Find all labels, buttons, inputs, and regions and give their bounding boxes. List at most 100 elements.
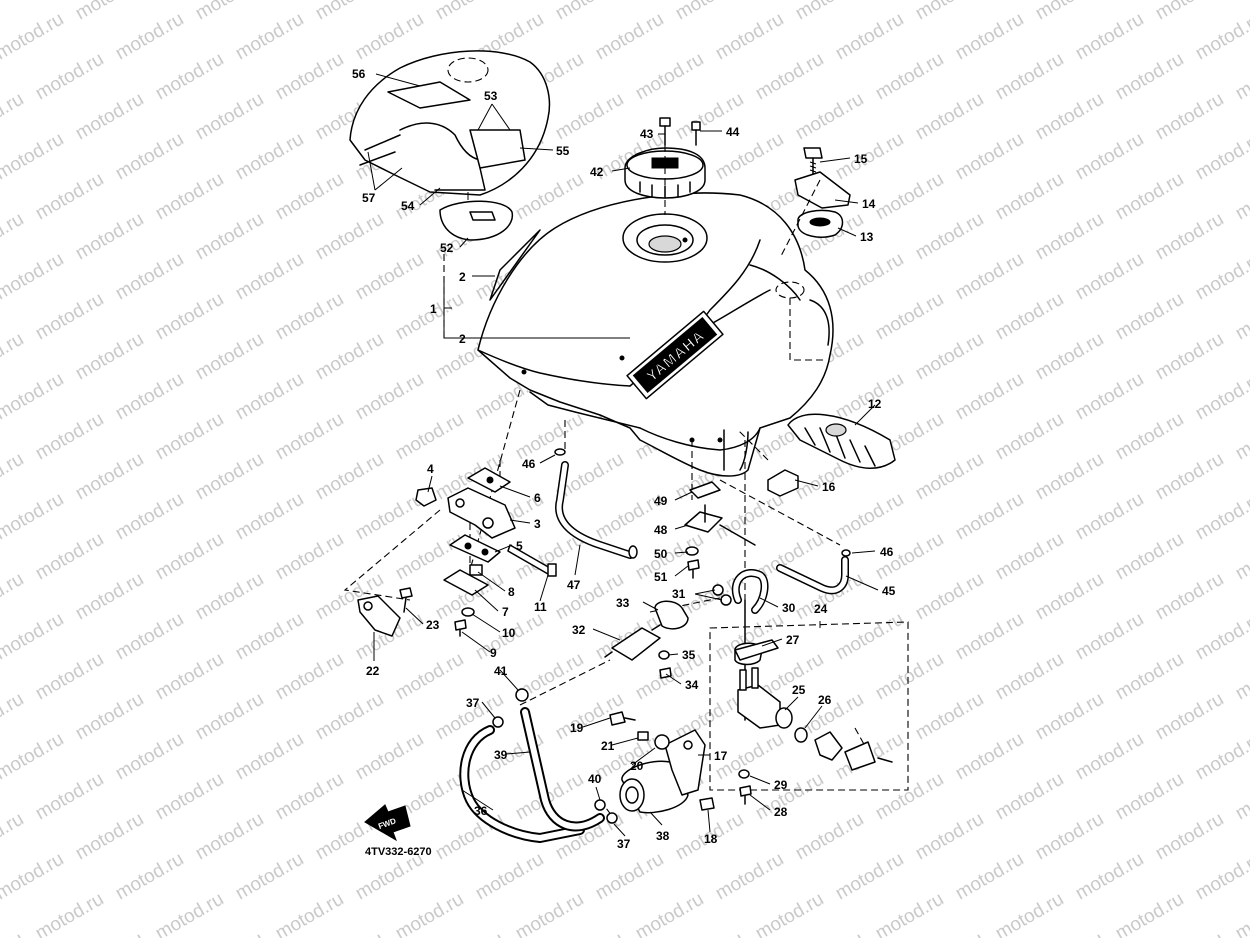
washer-10 [461,607,475,617]
label-34: 34 [685,678,699,692]
watermark-text: motod.ru [272,889,347,938]
label-27: 27 [786,633,800,647]
watermark-text: motod.ru [872,769,947,825]
watermark-text: motod.ru [0,809,27,865]
label-50: 50 [654,547,668,561]
watermark-text: motod.ru [192,209,267,265]
watermark-text: motod.ru [952,129,1027,185]
label-42: 42 [590,165,604,179]
watermark-text: motod.ru [1112,409,1187,465]
label-26: 26 [818,693,832,707]
watermark-text: motod.ru [752,889,827,938]
watermark-text: motod.ru [152,889,227,938]
label-54: 54 [401,199,415,213]
collar-8 [469,564,483,576]
watermark-text: motod.ru [872,289,947,345]
bolt-18 [699,797,715,811]
watermark-text: motod.ru [32,769,107,825]
watermark-text: motod.ru [72,809,147,865]
label-55: 55 [556,144,570,158]
label-36: 36 [474,804,488,818]
label-24: 24 [814,602,828,616]
watermark-text: motod.ru [32,289,107,345]
label-16: 16 [822,480,836,494]
bolt-51 [687,559,700,571]
watermark-text: motod.ru [32,529,107,585]
label-13: 13 [860,230,874,244]
watermark-text: motod.ru [672,0,747,24]
watermark-text: motod.ru [672,929,747,938]
damper-20 [654,734,670,750]
watermark-text: motod.ru [992,169,1067,225]
watermark-text: motod.ru [512,409,587,465]
lever-26 [814,731,843,761]
bracket-14 [794,171,851,209]
watermark-text: motod.ru [1112,49,1187,105]
watermark-text: motod.ru [152,409,227,465]
label-47: 47 [567,578,581,592]
watermark-text: motod.ru [1152,569,1227,625]
watermark-text: motod.ru [0,249,67,305]
plate-27 [734,639,779,661]
watermark-text: motod.ru [1152,929,1227,938]
label-38: 38 [656,829,670,843]
fuel-tank: YAMAHA [477,192,834,477]
watermark-text: motod.ru [0,9,67,65]
label-18: 18 [704,832,718,846]
label-37b: 37 [617,837,631,851]
watermark-text: motod.ru [152,649,227,705]
watermark-text: motod.ru [992,289,1067,345]
label-43: 43 [640,127,654,141]
watermark-text: motod.ru [72,209,147,265]
watermark-text: motod.ru [832,129,907,185]
watermark-text: motod.ru [912,209,987,265]
screw-28 [739,785,752,797]
watermark-text: motod.ru [112,609,187,665]
label-29: 29 [774,778,788,792]
watermark-text: motod.ru [792,89,867,145]
bolt-43 [659,117,671,146]
watermark-text: motod.ru [72,689,147,745]
watermark-text: motod.ru [0,329,27,385]
watermark-text: motod.ru [992,649,1067,705]
watermark-text: motod.ru [32,649,107,705]
watermark-text: motod.ru [832,849,907,905]
watermark-text: motod.ru [72,0,147,24]
watermark-text: motod.ru [32,49,107,105]
label-14: 14 [862,197,876,211]
label-30: 30 [782,601,796,615]
watermark-text: motod.ru [1232,529,1250,585]
watermark-text: motod.ru [1152,809,1227,865]
watermark-text: motod.ru [0,569,27,625]
forward-arrow-icon: FWD [364,804,411,842]
plate-7 [443,569,489,596]
label-8: 8 [508,585,515,599]
label-57: 57 [362,191,376,205]
watermark-text: motod.ru [912,329,987,385]
watermark-text: motod.ru [1072,369,1147,425]
packing-25 [775,707,793,729]
watermark-text: motod.ru [112,9,187,65]
watermark-text: motod.ru [192,689,267,745]
watermark-text: motod.ru [1192,129,1250,185]
watermark-text: motod.ru [1032,449,1107,505]
label-1: 1 [430,302,437,316]
watermark-text: motod.ru [232,609,307,665]
watermark-text: motod.ru [1192,849,1250,905]
watermark-text: motod.ru [912,809,987,865]
watermark-text: motod.ru [1232,409,1250,465]
watermark-text: motod.ru [1072,249,1147,305]
label-46b: 46 [880,545,894,559]
watermark-text: motod.ru [1232,649,1250,705]
watermark-text: motod.ru [32,169,107,225]
watermark-text: motod.ru [272,289,347,345]
leader-lines [367,73,879,837]
watermark-text: motod.ru [232,9,307,65]
watermark-text: motod.ru [712,129,787,185]
watermark-text: motod.ru [32,889,107,938]
watermark-text: motod.ru [752,49,827,105]
o-ring-26 [794,727,808,743]
watermark-text: motod.ru [312,929,387,938]
watermark-text: motod.ru [1192,249,1250,305]
watermark-text: motod.ru [152,769,227,825]
